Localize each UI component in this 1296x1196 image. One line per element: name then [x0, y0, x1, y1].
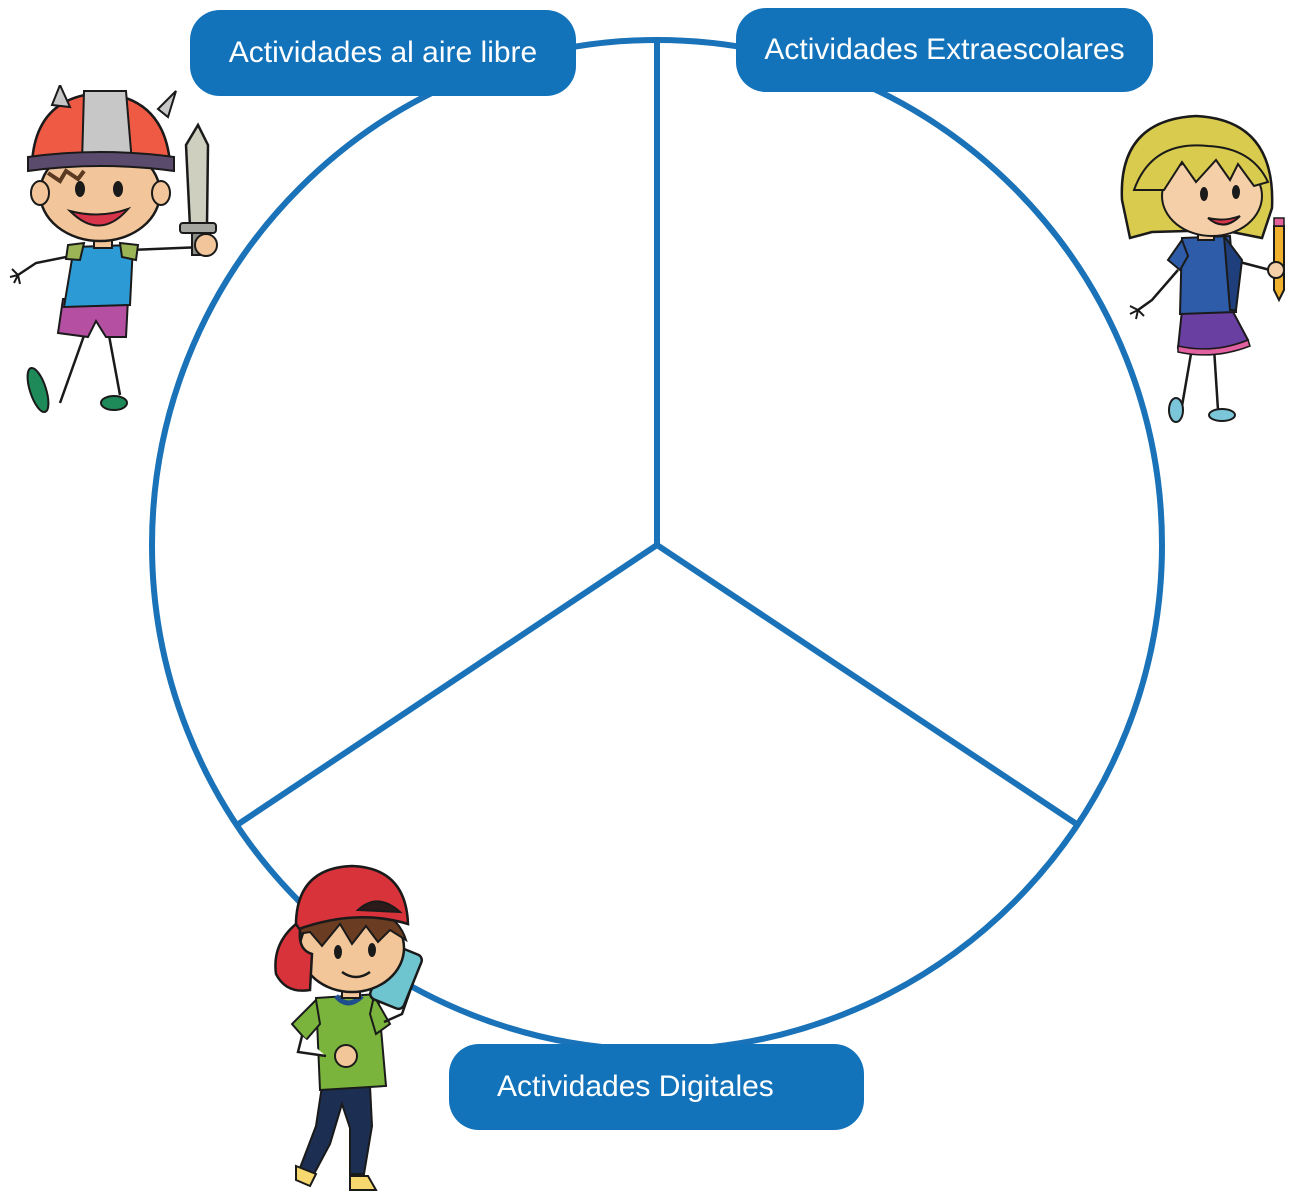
viking-boy-with-sword-icon: [9, 85, 218, 414]
sector-label-extracurricular: Actividades Extraescolares: [736, 8, 1153, 92]
girl-with-pencil-icon: [1120, 114, 1285, 423]
divider-right: [655, 542, 1080, 828]
boy-with-phone-icon: [274, 864, 423, 1191]
sector-label-digital: Actividades Digitales: [449, 1044, 864, 1130]
divider-left: [235, 542, 659, 828]
sector-label-outdoor: Actividades al aire libre: [190, 10, 576, 96]
